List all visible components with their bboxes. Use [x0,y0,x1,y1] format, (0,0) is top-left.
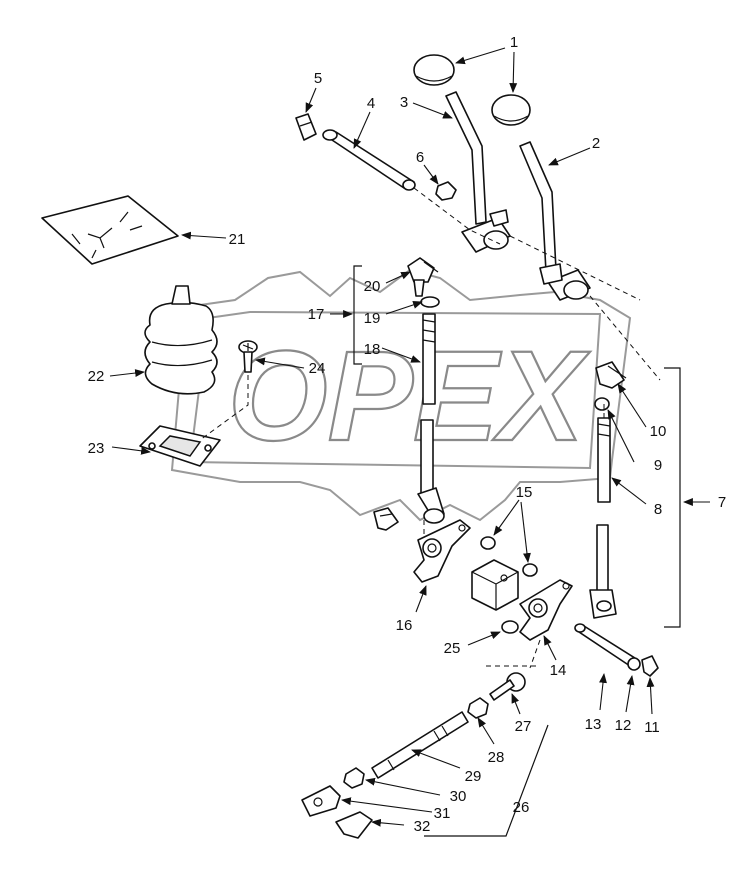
bushing [480,536,538,634]
callout-23: 23 [88,440,105,457]
clip-lower [373,507,399,531]
callout-28: 28 [488,749,505,766]
shift-pattern-decal [41,195,179,265]
callout-31: 31 [434,805,451,822]
callout-20: 20 [364,278,381,295]
callout-12: 12 [615,717,632,734]
callout-16: 16 [396,617,413,634]
nut [435,181,457,201]
shift-lever-right [519,141,591,301]
bracket-7 [664,367,681,628]
callout-32: 32 [414,818,431,835]
callout-14: 14 [550,662,567,679]
callout-labels: 1 2 3 4 5 6 7 8 9 10 11 12 13 14 15 16 1… [88,34,727,835]
bell-crank-14 [519,579,573,641]
ball-stud [489,672,526,701]
shift-lever-left [445,91,511,253]
screw [238,340,258,373]
callout-4: 4 [367,95,375,112]
callout-24: 24 [309,360,326,377]
callout-6: 6 [416,149,424,166]
bracket-26 [424,724,549,837]
jam-nut-28 [467,697,489,719]
boot-plate [139,425,221,467]
shift-rod-upper-assembly [407,257,445,524]
bracket-17 [353,265,362,365]
callout-17: 17 [308,306,325,323]
retaining-clip [295,113,317,141]
bell-crank-16 [413,519,471,583]
knob [413,54,531,126]
watermark-logo: OPEX [170,268,632,522]
callout-19: 19 [364,310,381,327]
clevis-pin [335,811,373,839]
callout-11: 11 [644,719,660,736]
leader-lines [109,47,710,827]
callout-27: 27 [515,718,532,735]
washer [627,657,641,671]
clevis [301,785,341,817]
callout-13: 13 [585,716,602,733]
callout-1: 1 [510,34,518,51]
callout-8: 8 [654,501,662,518]
retaining-clip-11 [641,655,659,677]
threaded-rod [371,711,469,779]
callout-22: 22 [88,368,105,385]
callout-26: 26 [513,799,530,816]
callout-7: 7 [718,494,726,511]
callout-25: 25 [444,640,461,657]
callout-15: 15 [516,484,533,501]
callout-2: 2 [592,135,600,152]
callout-3: 3 [400,94,408,111]
watermark-text: OPEX [228,325,590,468]
callout-10: 10 [650,423,667,440]
callout-30: 30 [450,788,467,805]
shift-rod-right-assembly [589,361,627,619]
jam-nut-30 [343,767,365,789]
shift-boot [144,285,218,395]
callout-29: 29 [465,768,482,785]
pivot-pin [574,623,639,667]
interlock-block [471,559,519,611]
callout-18: 18 [364,341,381,358]
callout-9: 9 [654,457,662,474]
pivot-shaft [322,129,416,191]
callout-21: 21 [229,231,246,248]
callout-5: 5 [314,70,322,87]
